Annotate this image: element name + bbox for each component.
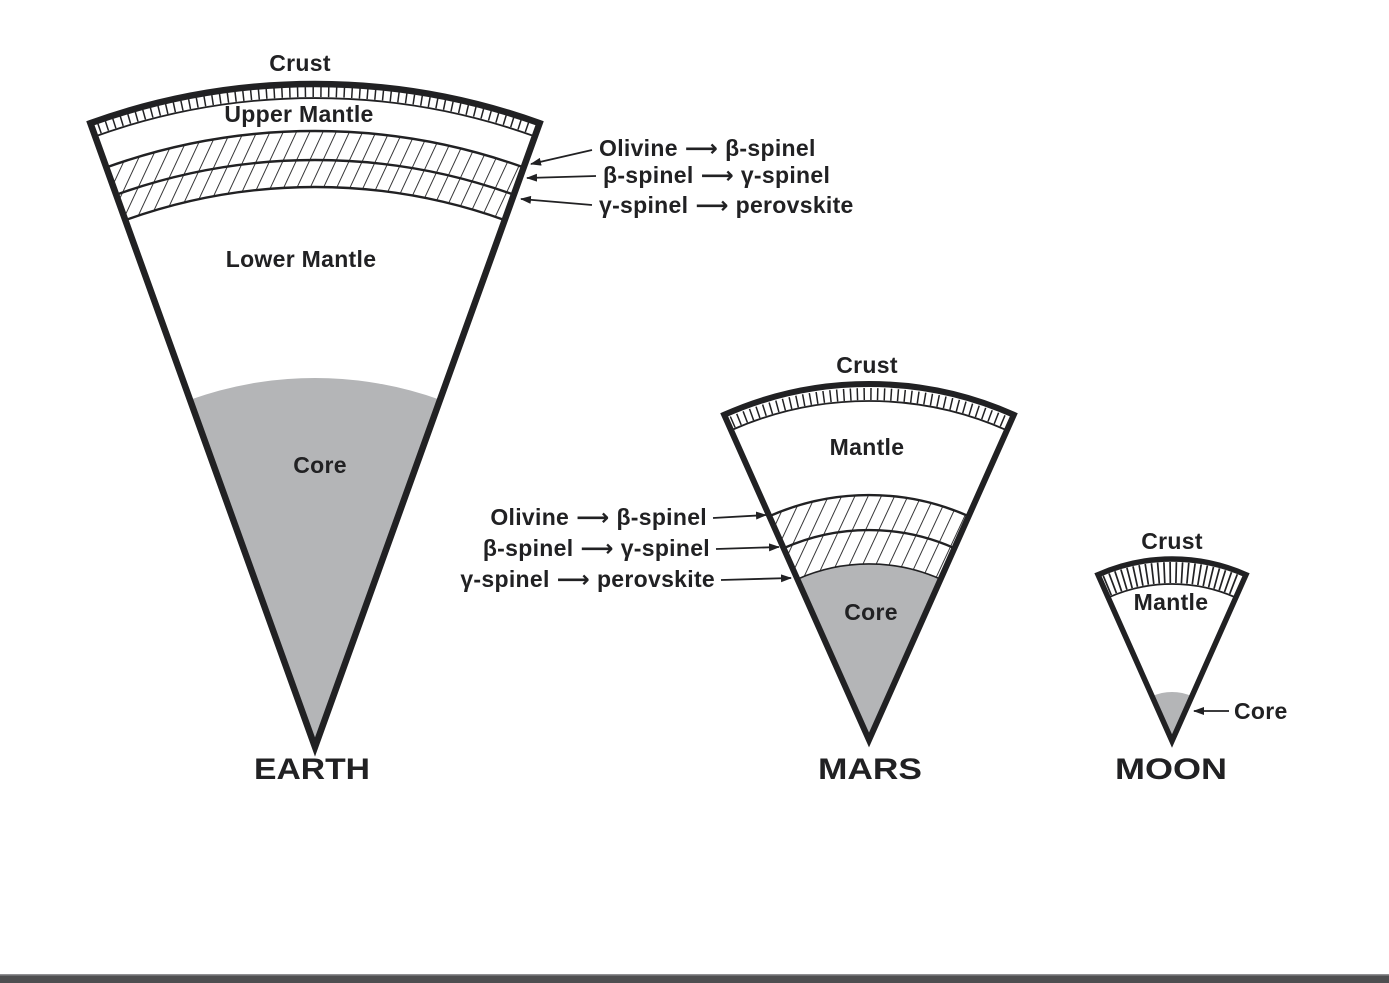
earth-wedge <box>86 80 544 757</box>
mars-leader-arrow-1 <box>712 511 767 520</box>
earth-wedge-outline <box>86 80 544 757</box>
right-arrow-glyph: ⟶ <box>695 192 728 218</box>
earth-leader-arrow-3 <box>520 195 593 206</box>
moon-mantle-label: Mantle <box>1134 589 1209 615</box>
footer-bar-edge <box>0 974 1389 976</box>
mars-transition-label-1: Olivine⟶β-spinel <box>490 504 707 530</box>
earth-leader-arrow-1 <box>530 149 593 166</box>
moon-wedge <box>1094 556 1250 748</box>
mars-crust-ticks <box>729 387 1006 428</box>
earth-crust-label: Crust <box>269 50 331 76</box>
moon-caption: MOON <box>1115 753 1227 786</box>
mars-caption: MARS <box>818 753 922 786</box>
moon-crust-label: Crust <box>1141 528 1203 554</box>
earth-transition-bottom-arc <box>124 185 506 222</box>
right-arrow-glyph: ⟶ <box>685 135 718 161</box>
earth-transition-label-3: γ-spinel⟶perovskite <box>599 192 854 218</box>
earth-caption: EARTH <box>254 753 370 786</box>
mars-crust-label: Crust <box>836 352 898 378</box>
earth-transition-mid-arc <box>115 158 515 196</box>
earth-core-region <box>190 377 440 747</box>
mars-transition-mid-arc <box>783 528 955 550</box>
mars-core-label: Core <box>844 599 898 625</box>
earth-transition-top-arc <box>105 129 525 169</box>
right-arrow-glyph: ⟶ <box>580 535 613 561</box>
mars-wedge <box>720 381 1018 748</box>
earth-transition-zone <box>106 131 524 221</box>
moon-wedge-outline <box>1094 556 1250 748</box>
mars-leader-arrow-3 <box>720 574 792 583</box>
moon-core-region <box>1152 691 1192 741</box>
mars-mantle-label: Mantle <box>830 434 905 460</box>
earth-leader-arrow-2 <box>526 173 597 182</box>
mars-wedge-outline <box>720 381 1018 748</box>
earth-crust-inner-arc <box>94 97 536 138</box>
earth-upper-mantle-label: Upper Mantle <box>224 101 373 127</box>
earth-core-label: Core <box>293 452 347 478</box>
moon-crust-ticks <box>1102 561 1239 596</box>
right-arrow-glyph: ⟶ <box>557 566 590 592</box>
moon-crust-inner-arc <box>1107 583 1237 599</box>
mars-core-region <box>797 563 941 740</box>
moon-core-label: Core <box>1234 698 1288 724</box>
earth-transition-label-1: Olivine⟶β-spinel <box>599 135 816 161</box>
mars-core-top-arc <box>797 563 941 580</box>
earth-crust-ticks <box>97 86 530 134</box>
mars-transition-zone <box>769 495 969 580</box>
mars-transition-top-arc <box>768 493 970 518</box>
mars-leader-arrow-2 <box>715 543 780 552</box>
mars-transition-label-2: β-spinel⟶γ-spinel <box>483 535 710 561</box>
mars-crust-inner-arc <box>730 400 1008 432</box>
right-arrow-glyph: ⟶ <box>576 504 609 530</box>
moon-wedge-body <box>1098 558 1246 741</box>
footer-bar <box>0 975 1389 983</box>
earth-lower-mantle-label: Lower Mantle <box>226 246 377 272</box>
right-arrow-glyph: ⟶ <box>701 162 734 188</box>
mars-transition-label-3: γ-spinel⟶perovskite <box>460 566 715 592</box>
earth-transition-label-2: β-spinel⟶γ-spinel <box>603 162 830 188</box>
